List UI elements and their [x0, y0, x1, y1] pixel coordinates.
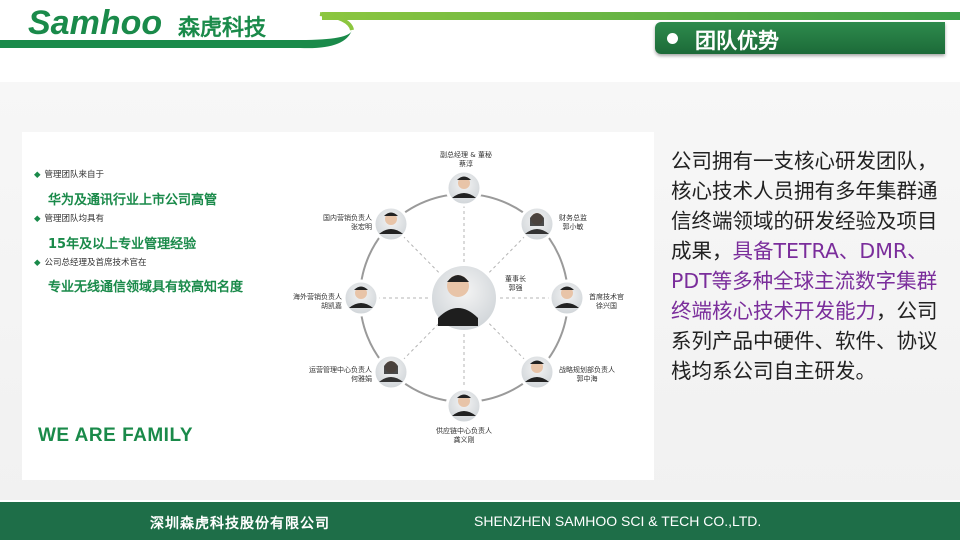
slogan: WE ARE FAMILY [38, 425, 193, 446]
avatar-gong-yigang [445, 387, 483, 425]
member-label-5: 运营管理中心负责人何雅娟 [309, 366, 372, 383]
point-2-highlight: 15年及以上专业管理经验 [48, 237, 197, 252]
avatar-hu-kaijia [342, 279, 380, 317]
avatar-guo-qiang-chairman [428, 262, 500, 334]
avatar-zhang-hongming [372, 205, 410, 243]
avatar-cai-chun [445, 169, 483, 207]
section-title: 团队优势 [695, 29, 779, 53]
member-label-6: 海外营销负责人胡凯嘉 [293, 293, 342, 310]
point-1-caption: ◆管理团队来自于 [34, 170, 105, 180]
member-label-4: 供应链中心负责人龚义刚 [436, 427, 492, 444]
bullet-dot-icon [667, 33, 678, 44]
point-2-caption: ◆管理团队均具有 [34, 214, 105, 224]
header-accent-bar [322, 12, 960, 20]
point-3-caption: ◆公司总经理及首席技术官在 [34, 258, 147, 268]
diamond-bullet-icon: ◆ [34, 258, 41, 268]
avatar-he-yajuan [372, 353, 410, 391]
avatar-xu-xingguo [548, 279, 586, 317]
member-label-1: 财务总监郭小敏 [559, 214, 587, 231]
footer-bar: 深圳森虎科技股份有限公司 SHENZHEN SAMHOO SCI & TECH … [0, 502, 960, 540]
member-label-2: 首席技术官徐兴国 [589, 293, 624, 310]
logo-chinese-text: 森虎科技 [178, 16, 267, 41]
point-3-highlight: 专业无线通信领域具有较高知名度 [48, 280, 244, 295]
center-label: 董事长郭强 [505, 275, 526, 292]
member-label-7: 国内营销负责人张宏明 [323, 214, 372, 231]
footer-company-en: SHENZHEN SAMHOO SCI & TECH CO.,LTD. [474, 513, 762, 529]
avatar-guo-xiaomin [518, 205, 556, 243]
footer-company-cn: 深圳森虎科技股份有限公司 [150, 516, 330, 532]
diamond-bullet-icon: ◆ [34, 214, 41, 224]
logo-text: Samhoo [28, 4, 163, 42]
diamond-bullet-icon: ◆ [34, 170, 41, 180]
section-title-banner: 团队优势 [655, 22, 945, 54]
member-label-0: 副总经理 & 董秘蔡淳 [440, 151, 492, 168]
team-panel [22, 132, 654, 480]
header: Samhoo 森虎科技 [0, 0, 960, 60]
description-highlight: 具备TETRA、DMR、PDT等多种全球主流数字集群终端核心技术开发能力 [671, 239, 938, 323]
point-1-highlight: 华为及通讯行业上市公司高管 [48, 193, 218, 208]
member-label-3: 战略规划部负责人郭中海 [559, 366, 615, 383]
avatar-guo-zhonghai [518, 353, 556, 391]
description-text: 公司拥有一支核心研发团队，核心技术人员拥有多年集群通信终端领域的研发经验及项目成… [671, 149, 938, 383]
